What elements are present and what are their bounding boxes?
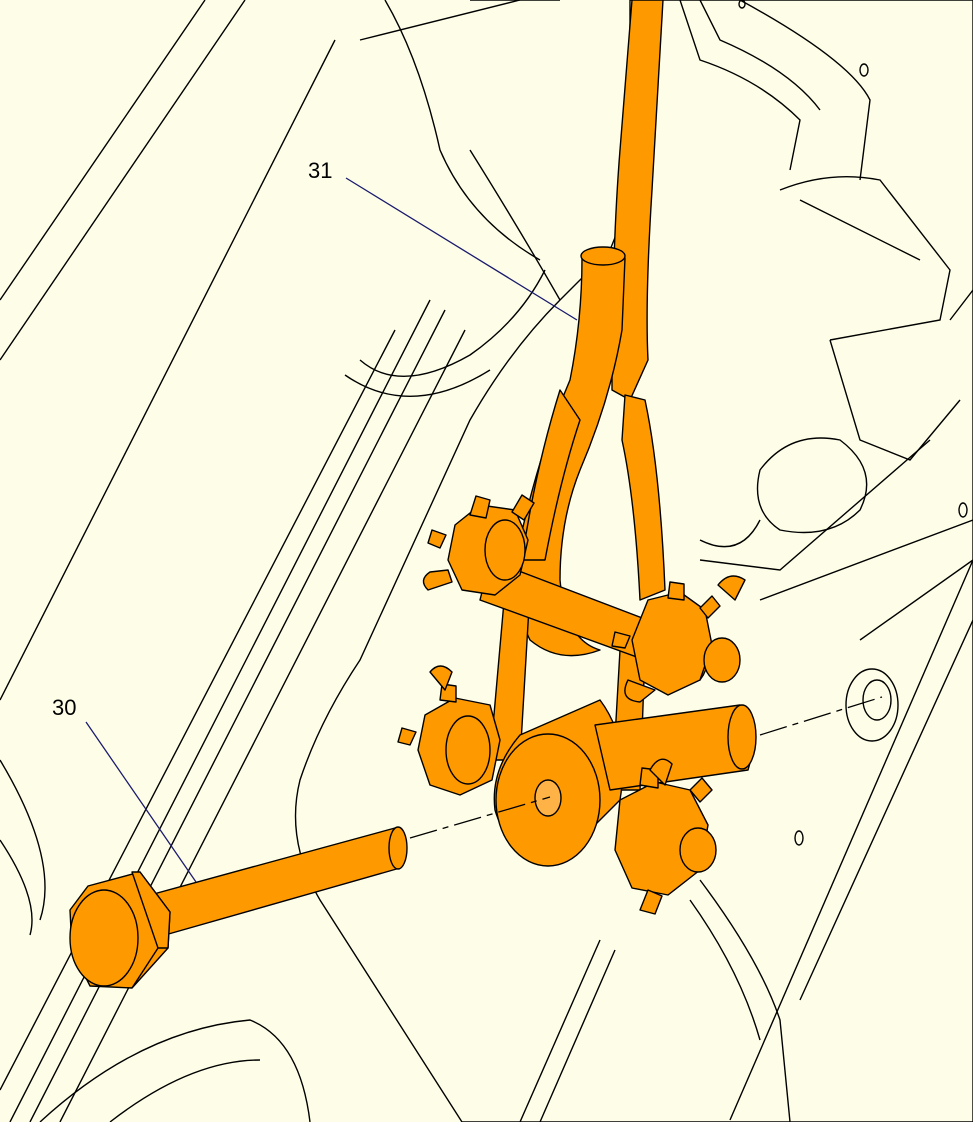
- callout-30: 30: [52, 695, 197, 883]
- plate-bore-hole: [845, 668, 899, 742]
- castle-nut-upper-right: [611, 575, 746, 703]
- castle-nut-lower-right: [614, 758, 717, 915]
- callout-31: 31: [308, 158, 578, 321]
- hex-bolt: [69, 826, 408, 989]
- callout-label-31: 31: [308, 158, 332, 183]
- roller-washer: [493, 699, 624, 867]
- assembly-axis-line: [409, 696, 883, 839]
- castle-nut-upper-left: [422, 494, 535, 596]
- linkage-assembly: [69, 0, 757, 989]
- control-rod: [611, 0, 664, 401]
- callout-label-30: 30: [52, 695, 76, 720]
- bracket-plate-cyan: [294, 0, 973, 1122]
- castle-nut-lower-left: [397, 665, 501, 796]
